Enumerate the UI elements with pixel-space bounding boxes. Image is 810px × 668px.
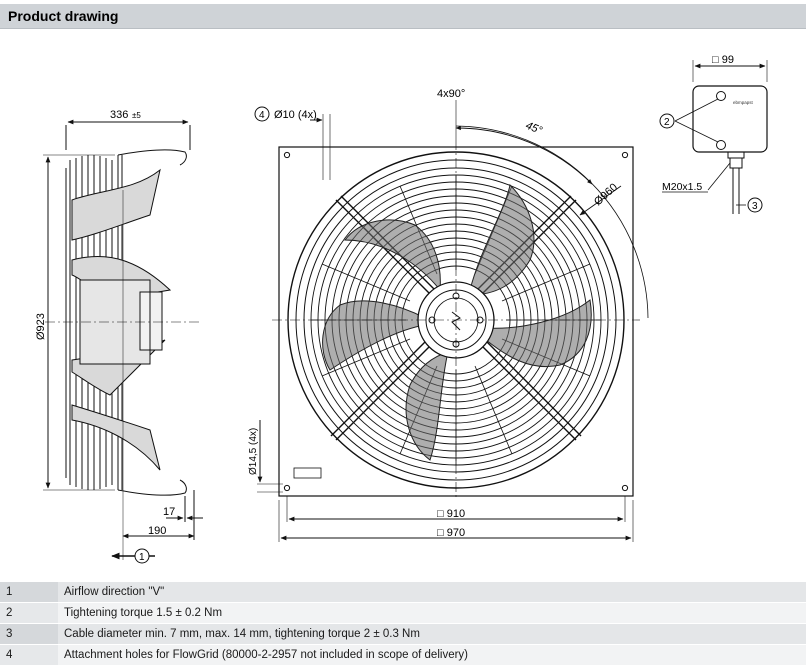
legend-number: 2 — [0, 603, 58, 623]
dim-side-height: Ø923 — [35, 313, 47, 340]
impeller-blades — [322, 183, 592, 461]
legend-table: 1 Airflow direction "V" 2 Tightening tor… — [0, 582, 806, 666]
callout-1: 1 — [134, 548, 150, 564]
dim-diameter-960: Ø960 — [592, 181, 620, 208]
side-view — [43, 119, 203, 560]
legend-text: Airflow direction "V" — [64, 586, 165, 598]
dim-side-190: 190 — [148, 525, 166, 537]
dim-side-width: 336 — [110, 109, 128, 121]
dim-side-tol: ±5 — [132, 111, 141, 120]
dim-angle-4x90: 4x90° — [437, 88, 465, 100]
legend-text: Tightening torque 1.5 ± 0.2 Nm — [64, 607, 223, 619]
box-logo: ebmpapst — [733, 100, 754, 105]
legend-number: 4 — [0, 645, 58, 665]
callout-4: 4 — [254, 106, 270, 122]
svg-text:1: 1 — [139, 552, 145, 563]
legend-row: 1 Airflow direction "V" — [0, 582, 806, 603]
dim-hole-14: Ø14,5 (4x) — [248, 428, 259, 475]
dim-910: □ 910 — [437, 508, 465, 520]
svg-text:4: 4 — [259, 110, 265, 121]
dim-side-17: 17 — [163, 506, 175, 518]
callout-3: 3 — [747, 197, 763, 213]
callout-2: 2 — [659, 113, 675, 129]
dim-holes: Ø10 (4x) — [274, 109, 317, 121]
terminal-box — [674, 60, 768, 214]
legend-number: 3 — [0, 624, 58, 644]
section-title: Product drawing — [8, 8, 119, 24]
cable-gland-label: M20x1.5 — [662, 181, 702, 193]
dim-box-99: □ 99 — [712, 54, 734, 66]
front-view — [257, 100, 649, 542]
svg-text:3: 3 — [752, 201, 758, 212]
legend-text: Attachment holes for FlowGrid (80000-2-2… — [64, 649, 468, 661]
legend-row: 2 Tightening torque 1.5 ± 0.2 Nm — [0, 603, 806, 624]
product-drawing: 336 ±5 Ø923 17 190 1 — [35, 54, 768, 564]
legend-text: Cable diameter min. 7 mm, max. 14 mm, ti… — [64, 628, 420, 640]
dim-970: □ 970 — [437, 527, 465, 539]
dim-angle-45: 45° — [524, 120, 544, 138]
legend-number: 1 — [0, 582, 58, 602]
legend-row: 4 Attachment holes for FlowGrid (80000-2… — [0, 645, 806, 666]
svg-text:2: 2 — [664, 117, 670, 128]
legend-row: 3 Cable diameter min. 7 mm, max. 14 mm, … — [0, 624, 806, 645]
section-header: Product drawing — [0, 4, 806, 29]
